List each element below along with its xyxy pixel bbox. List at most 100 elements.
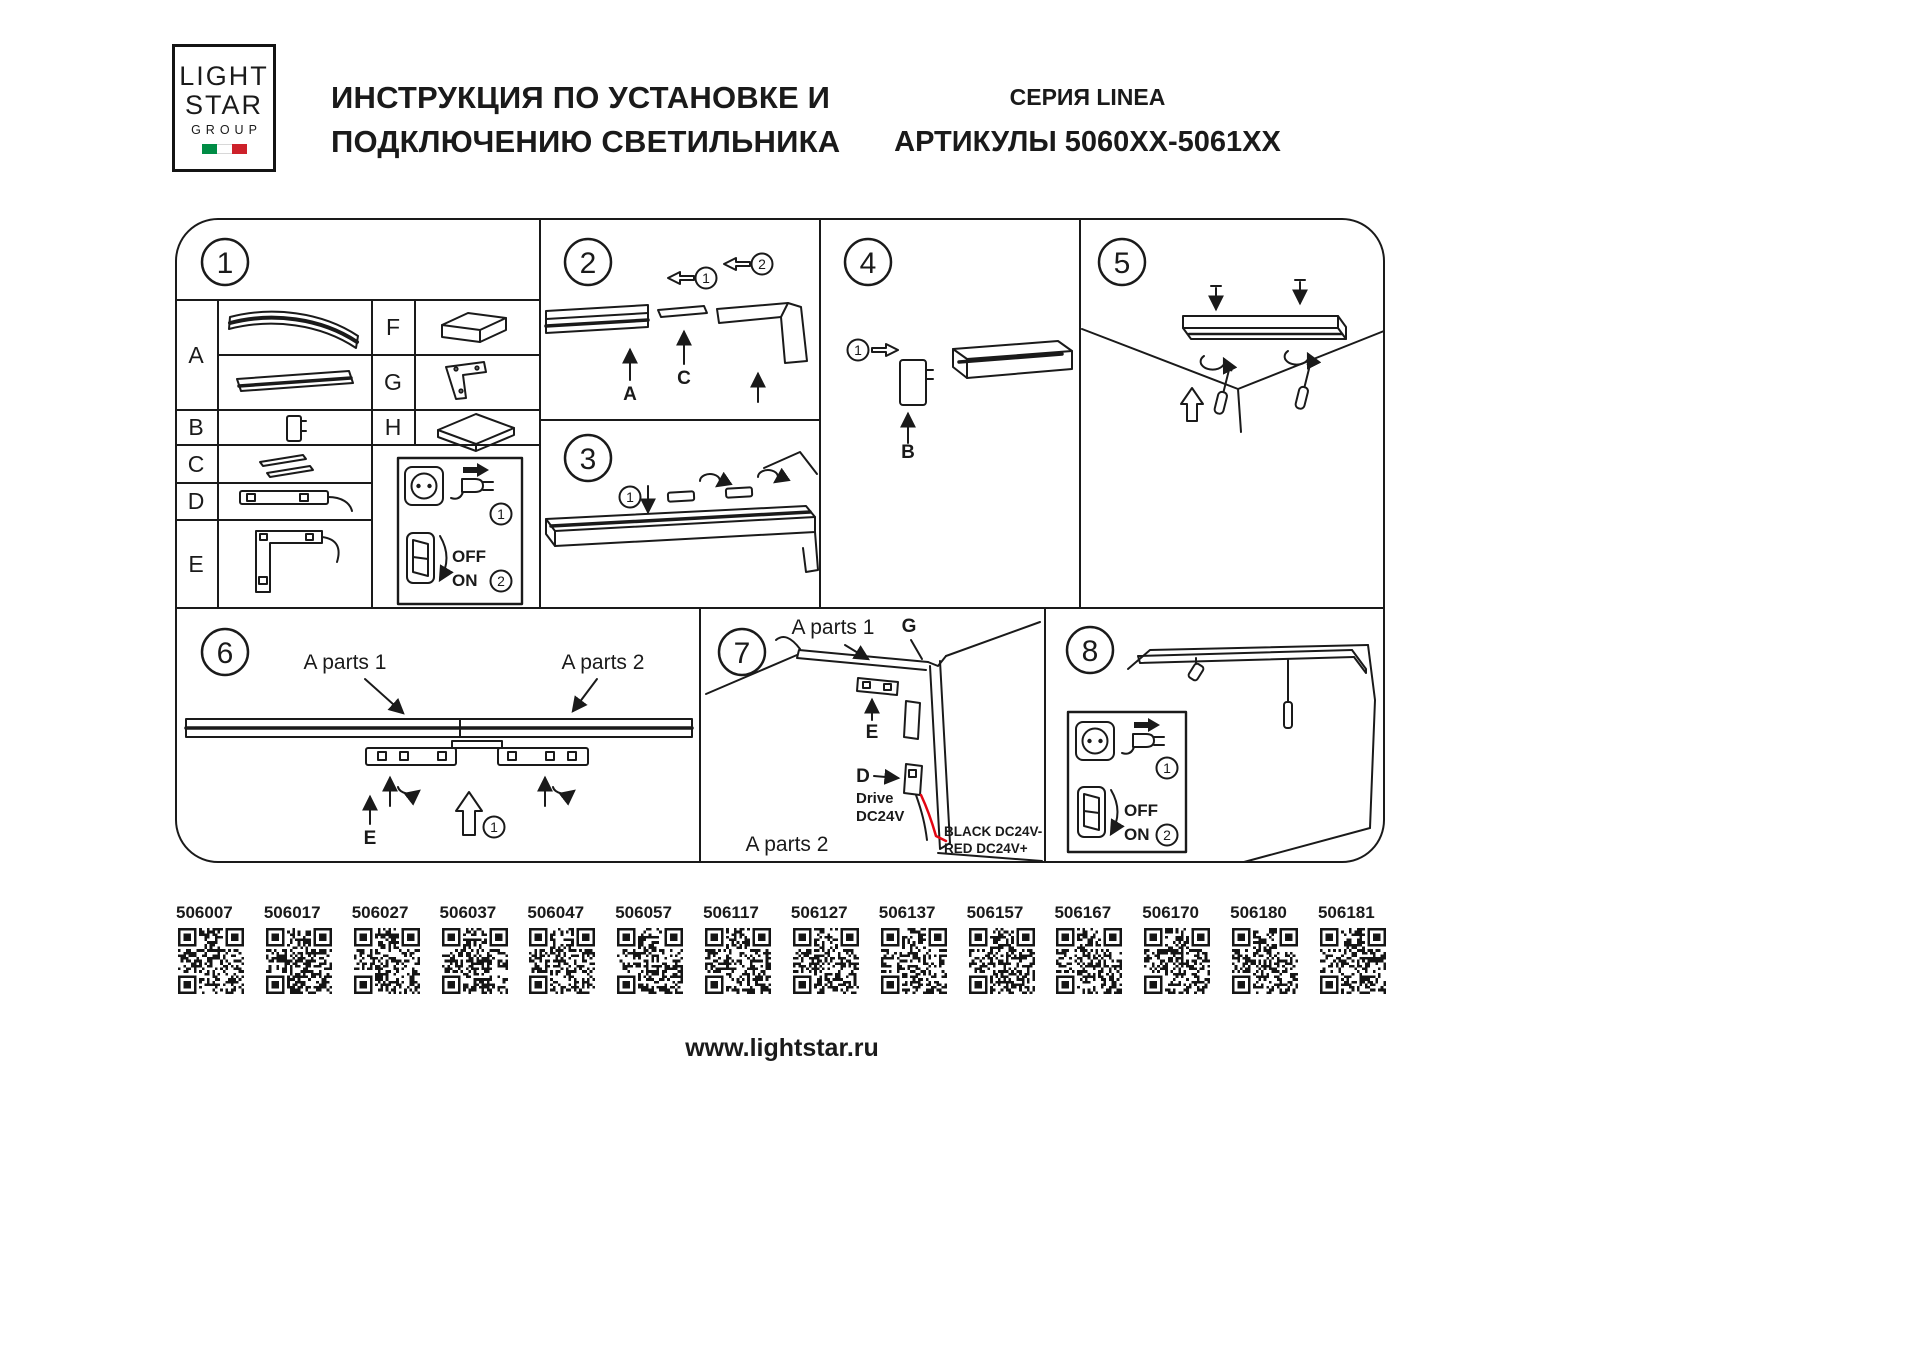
corner-track-drawing	[716, 302, 808, 364]
insert-direction-arrow-1	[667, 271, 695, 285]
step4-panel: 1 B	[846, 338, 1073, 463]
diagram-frame	[175, 218, 1385, 863]
qr-article-number: 506017	[263, 903, 321, 922]
step6-marker-1: 1	[490, 819, 498, 835]
qr-article-number: 506137	[878, 903, 936, 922]
qr-article-number: 506170	[1142, 903, 1200, 922]
part-row-label-e: E	[188, 551, 203, 577]
qr-article-number: 506127	[790, 903, 848, 922]
power-socket-icon	[1075, 717, 1165, 761]
power-switch-icon	[407, 533, 447, 583]
qr-item: 506127	[791, 903, 861, 994]
switch-on-label: ON	[452, 571, 478, 590]
screwdriver-2-icon	[1294, 360, 1314, 410]
plug-step-marker: 1	[497, 506, 505, 522]
step3-marker-1: 1	[626, 489, 634, 505]
switch-step-marker: 2	[497, 573, 505, 589]
qr-code-image	[792, 928, 859, 994]
qr-item: 506167	[1054, 903, 1124, 994]
track-a-drawing	[544, 304, 650, 334]
power-connection-box: 1 OFF ON 2	[1066, 710, 1188, 854]
qr-code-image	[968, 928, 1035, 994]
ceiling-corner-lines	[1081, 328, 1385, 433]
step-number-3: 3	[580, 443, 597, 476]
part-h-corner-profile	[437, 413, 515, 452]
logo-text-light: LIGHT	[179, 61, 269, 92]
step-number-8: 8	[1082, 635, 1099, 668]
qr-code-image	[880, 928, 947, 994]
drive-unit-drawing	[903, 763, 923, 796]
track-profile-drawing	[952, 340, 1073, 379]
qr-article-number: 506027	[351, 903, 409, 922]
step8-panel: 1 OFF ON 2	[1066, 644, 1376, 863]
part-row-label-b: B	[188, 414, 203, 440]
step-number-badges: 1 2 3 4 5 6 7 8	[200, 237, 1147, 677]
qr-item: 506117	[703, 903, 773, 994]
part-row-label-d: D	[188, 488, 205, 514]
qr-code-image	[529, 928, 596, 994]
mounting-screws	[1208, 279, 1308, 312]
step-number-6: 6	[217, 637, 234, 670]
part-f-corner-connector	[441, 312, 507, 343]
track-perspective-drawing	[545, 505, 819, 573]
qr-code-image	[1056, 928, 1123, 994]
qr-code-image	[1232, 928, 1299, 994]
qr-item: 506181	[1318, 903, 1388, 994]
part-e-corner-drive	[255, 530, 340, 593]
ceiling-edge-line	[763, 451, 818, 475]
qr-article-number: 506181	[1317, 903, 1375, 922]
logo-text-star: STAR	[184, 90, 263, 120]
qr-article-number: 506117	[703, 903, 759, 922]
power-switch-icon	[1078, 787, 1118, 837]
flag-green-stripe	[201, 143, 217, 154]
part-b-drawing	[899, 359, 934, 406]
step5-panel	[1081, 279, 1385, 433]
corner-room-lines	[705, 621, 1043, 862]
mounting-clips	[666, 467, 791, 503]
step2-panel: 1 2 A C	[544, 252, 808, 405]
qr-item: 506137	[879, 903, 949, 994]
part-row-label-a: A	[188, 342, 204, 368]
step2-marker-1: 1	[702, 270, 710, 286]
step2-marker-2: 2	[758, 256, 766, 272]
black-wire	[915, 794, 928, 841]
switch-step-marker: 2	[1163, 827, 1171, 843]
website-footer: www.lightstar.ru	[685, 1034, 879, 1062]
label-b: B	[901, 442, 915, 463]
qr-code-image	[265, 928, 332, 994]
a-parts-2-label: A parts 2	[562, 651, 645, 674]
qr-item: 506157	[967, 903, 1037, 994]
switch-off-label: OFF	[452, 547, 486, 566]
label-a: A	[623, 384, 637, 405]
qr-article-number: 506047	[527, 903, 585, 922]
qr-item: 506057	[615, 903, 685, 994]
screwdriver-1-icon	[1213, 365, 1233, 415]
connector-plates-drawing	[365, 740, 589, 766]
qr-code-image	[617, 928, 684, 994]
red-wire	[919, 793, 948, 843]
document-title: ИНСТРУКЦИЯ ПО УСТАНОВКЕ И ПОДКЛЮЧЕНИЮ СВ…	[331, 76, 840, 164]
plug-step-marker: 1	[1163, 760, 1171, 776]
part-row-label-f: F	[386, 314, 400, 340]
spot-light	[1187, 662, 1205, 682]
step1-panel: A B C D E F G H	[175, 299, 541, 609]
a-parts-1-label: A parts 1	[792, 616, 875, 639]
qr-article-number: 506180	[1230, 903, 1287, 922]
qr-article-number: 506057	[615, 903, 672, 922]
part-d-drive-plate	[239, 490, 353, 512]
power-socket-icon	[404, 462, 494, 506]
italian-flag-icon	[201, 143, 247, 154]
series-name: СЕРИЯ LINEA	[1009, 84, 1166, 110]
step3-panel: 1	[545, 451, 819, 573]
qr-code-image	[178, 928, 244, 994]
qr-code-image	[1144, 928, 1211, 994]
qr-code-image	[353, 928, 420, 994]
part-c-connector-plates	[259, 454, 314, 478]
qr-item: 506017	[264, 903, 334, 994]
article-range: АРТИКУЛЫ 5060XX-5061XX	[894, 126, 1281, 158]
wire-black-label: BLACK DC24V-	[944, 824, 1042, 839]
part-g-l-connector	[445, 361, 487, 400]
